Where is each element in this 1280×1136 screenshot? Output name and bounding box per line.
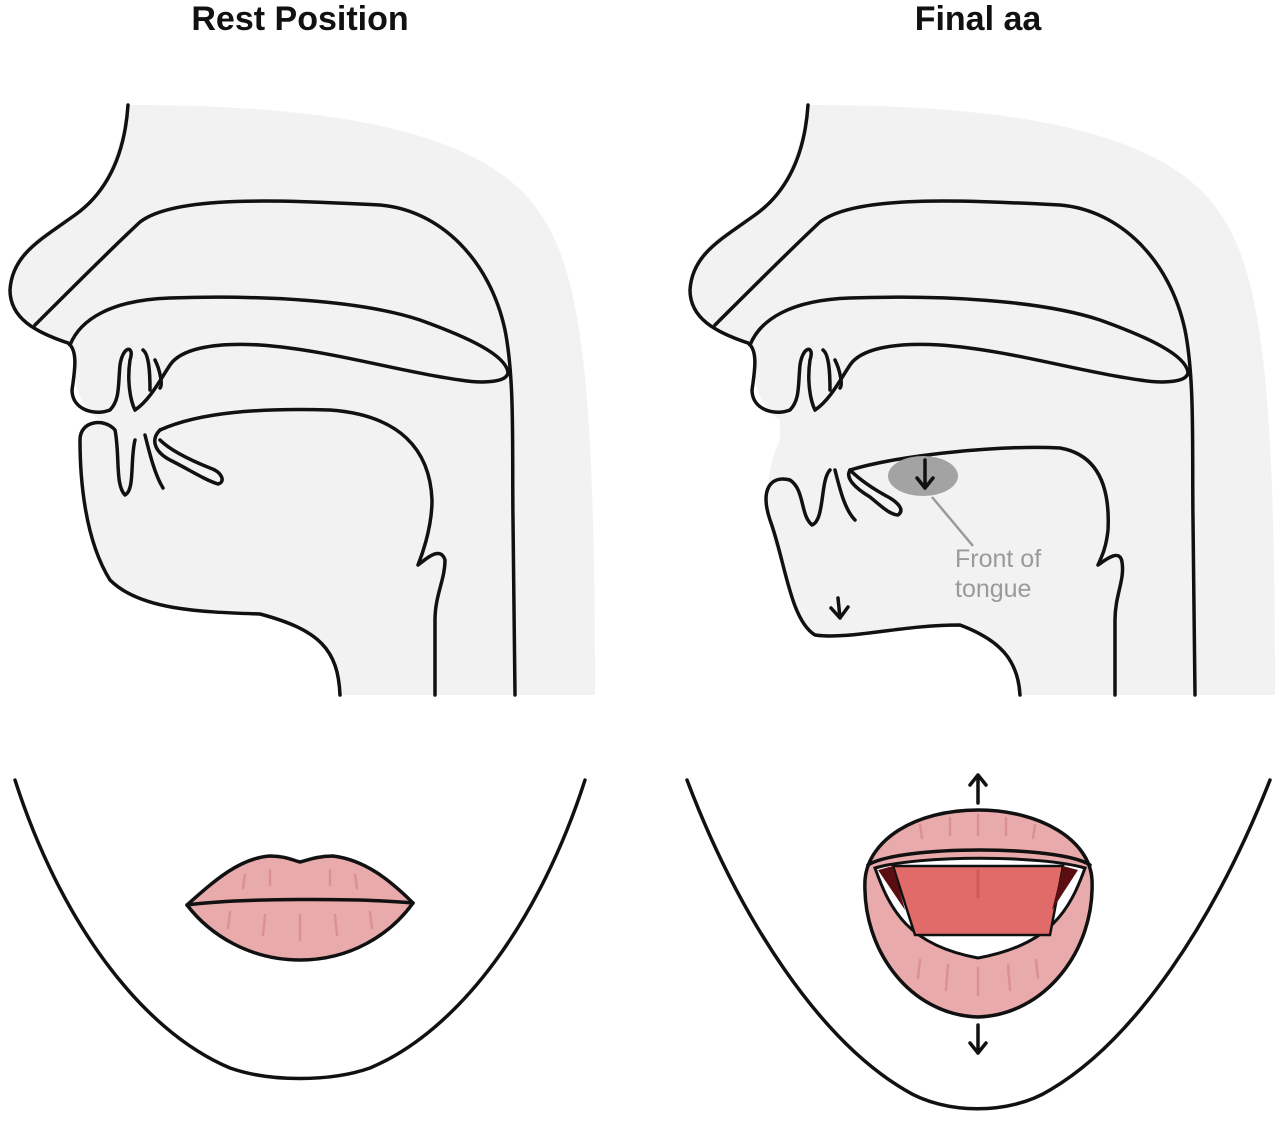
closed-lips xyxy=(185,854,415,962)
tongue-rest xyxy=(80,409,445,695)
mouth-interior xyxy=(891,864,1065,937)
label-line-1: Front of xyxy=(955,545,1042,573)
rest-front-view xyxy=(13,778,587,1081)
arrow-up-icon xyxy=(968,773,988,805)
rest-sagittal-view xyxy=(8,103,597,697)
panel-title-final-aa: Final aa xyxy=(914,0,1042,38)
front-of-tongue-highlight xyxy=(888,456,958,496)
annotation-leader-line xyxy=(931,496,974,547)
front-of-tongue-label: Front of tongue xyxy=(955,544,1041,604)
final-aa-front-view xyxy=(685,773,1272,1111)
panel-title-rest-position: Rest Position xyxy=(191,0,409,38)
label-line-2: tongue xyxy=(955,575,1032,603)
arrow-down-icon xyxy=(968,1023,988,1055)
final-aa-sagittal-view xyxy=(688,103,1277,697)
arrow-down-icon xyxy=(915,458,935,490)
arrow-down-icon xyxy=(829,596,850,620)
